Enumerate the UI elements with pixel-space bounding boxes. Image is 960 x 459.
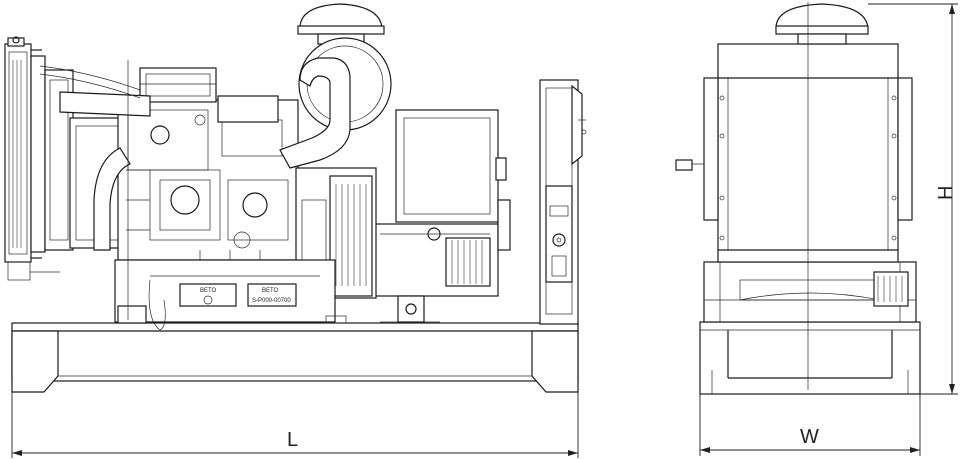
plate-1-text: BETO — [200, 288, 217, 294]
radiator — [4, 36, 60, 281]
height-label: H — [935, 186, 957, 200]
dimension-height: H — [868, 3, 958, 395]
air-filter — [279, 3, 392, 169]
alternator-grille — [451, 240, 483, 284]
dimension-width: W — [699, 394, 921, 456]
coolant-pipes — [39, 65, 151, 251]
front-frame — [703, 261, 917, 323]
engine-mounts: BETO BETO S-P000-00700 — [114, 259, 347, 331]
front-base — [699, 321, 921, 395]
side-view: BETO BETO S-P000-00700 — [4, 3, 587, 458]
plate-2-text: BETO — [262, 288, 279, 294]
front-radiator — [675, 43, 913, 263]
coupling-fins — [335, 184, 367, 286]
engine-block — [69, 67, 299, 262]
dimension-length: L — [11, 392, 579, 458]
base-frame — [11, 322, 579, 393]
length-label: L — [287, 429, 298, 451]
control-panel — [539, 79, 587, 325]
front-view: W H — [675, 2, 958, 456]
width-label: W — [800, 426, 819, 448]
plate-2-code: S-P000-00700 — [252, 298, 291, 304]
plate-2 — [247, 283, 297, 307]
front-grille — [877, 276, 903, 302]
radiator-fins — [12, 60, 22, 248]
front-air-filter — [775, 3, 869, 45]
alternator — [371, 109, 511, 323]
plate-1 — [179, 283, 237, 307]
